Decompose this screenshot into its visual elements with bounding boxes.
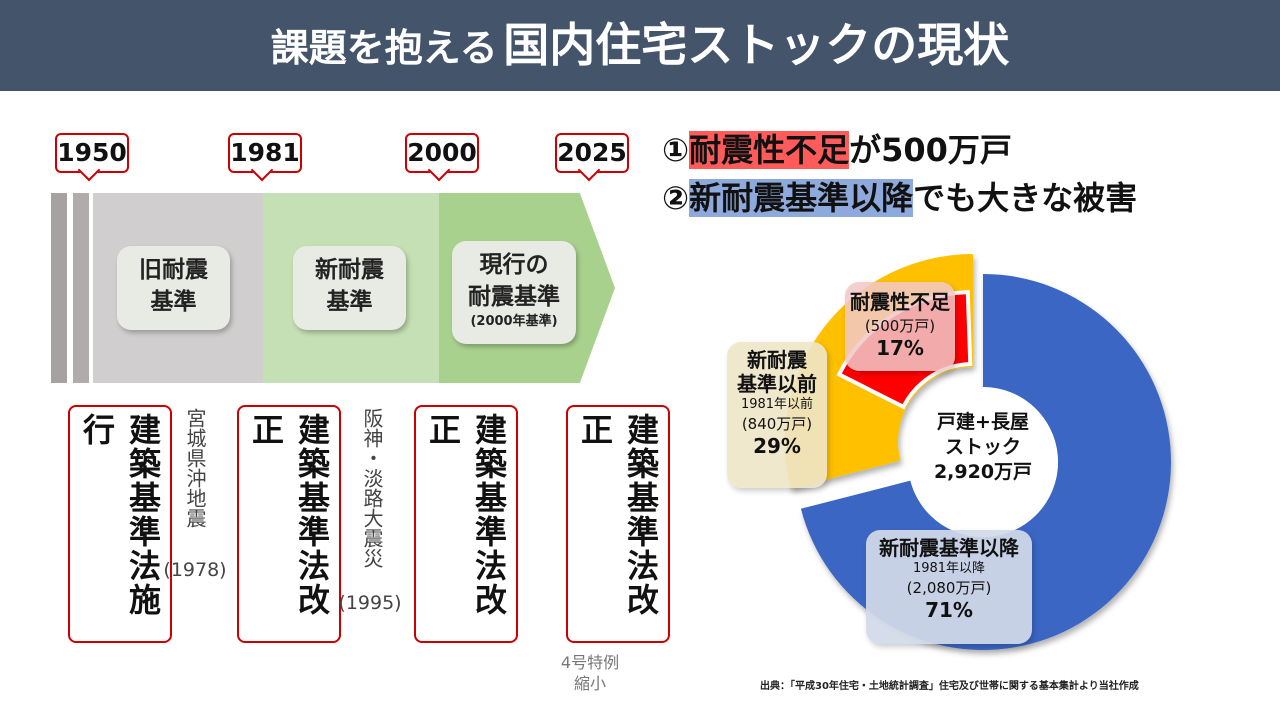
- center-text: 戸建+長屋: [937, 411, 1029, 433]
- period-text: 旧耐震: [139, 257, 208, 283]
- period-subtext: (2000年基準): [470, 314, 558, 329]
- label-text: (500万戸): [864, 317, 936, 335]
- point-highlight: 新耐震基準以降: [689, 179, 914, 217]
- center-text: ストック: [944, 436, 1021, 458]
- quake-name: 宮城県沖地震: [183, 408, 207, 528]
- donut-center-label: 戸建+長屋 ストック 2,920万戸: [908, 410, 1058, 485]
- label-text: 耐震性不足: [850, 290, 950, 314]
- label-insufficient: 耐震性不足 (500万戸) 17%: [845, 282, 955, 371]
- quake-year: (1978): [163, 559, 227, 581]
- label-text: (2,080万戸): [906, 579, 992, 597]
- quake-name: 阪神・淡路大震災: [360, 408, 384, 568]
- timeline-bar: [73, 193, 89, 383]
- period-text: 基準: [150, 289, 197, 315]
- label-text: 71%: [925, 598, 973, 622]
- event-label: 建築基準法改正: [566, 405, 670, 643]
- event-label: 建築基準法改正: [414, 405, 518, 643]
- label-text: 29%: [753, 434, 801, 458]
- event-label: 建築基準法改正: [237, 405, 341, 643]
- point-text: が500万戸: [849, 131, 1012, 169]
- label-after-1981: 新耐震基準以降 1981年以降 (2,080万戸) 71%: [866, 530, 1032, 644]
- note: 4号特例縮小: [550, 652, 630, 694]
- label-text: 基準以前: [737, 372, 817, 396]
- label-text: 新耐震: [747, 348, 807, 372]
- label-text: 17%: [876, 336, 924, 360]
- point-highlight: 耐震性不足: [689, 131, 850, 169]
- quake-year: (1995): [338, 592, 402, 614]
- point-number: ①: [662, 131, 690, 169]
- label-text: 新耐震基準以降: [879, 536, 1019, 560]
- period-new-label: 新耐震基準: [293, 246, 406, 330]
- center-text: 2,920万戸: [933, 461, 1033, 483]
- point-text: でも大きな被害: [913, 179, 1138, 217]
- label-text: 1981年以降: [912, 561, 986, 576]
- donut-hole: [908, 387, 1058, 537]
- event-label: 建築基準法施行: [68, 405, 172, 643]
- point-2: ②新耐震基準以降でも大きな被害: [662, 173, 1137, 219]
- period-text: 新耐震: [315, 257, 384, 283]
- label-text: 1981年以前: [740, 397, 814, 412]
- period-text: 現行の: [479, 252, 549, 278]
- timeline-bar: [51, 193, 67, 383]
- point-1: ①耐震性不足が500万戸: [662, 125, 1012, 171]
- source-note: 出典：「平成30年住宅・土地統計調査」住宅及び世帯に関する基本集計より当社作成: [760, 681, 1139, 692]
- period-current-label: 現行の耐震基準 (2000年基準): [452, 241, 576, 344]
- label-text: (840万戸): [741, 415, 813, 433]
- note-text: 4号特例: [560, 653, 620, 672]
- slide-title: 課題を抱える 国内住宅ストックの現状: [0, 0, 1280, 91]
- period-old-label: 旧耐震基準: [117, 246, 230, 330]
- note-text: 縮小: [573, 674, 606, 693]
- point-number: ②: [662, 179, 690, 217]
- period-text: 耐震基準: [468, 284, 560, 310]
- period-text: 基準: [326, 289, 373, 315]
- label-before-1981: 新耐震 基準以前 1981年以前 (840万戸) 29%: [727, 342, 827, 488]
